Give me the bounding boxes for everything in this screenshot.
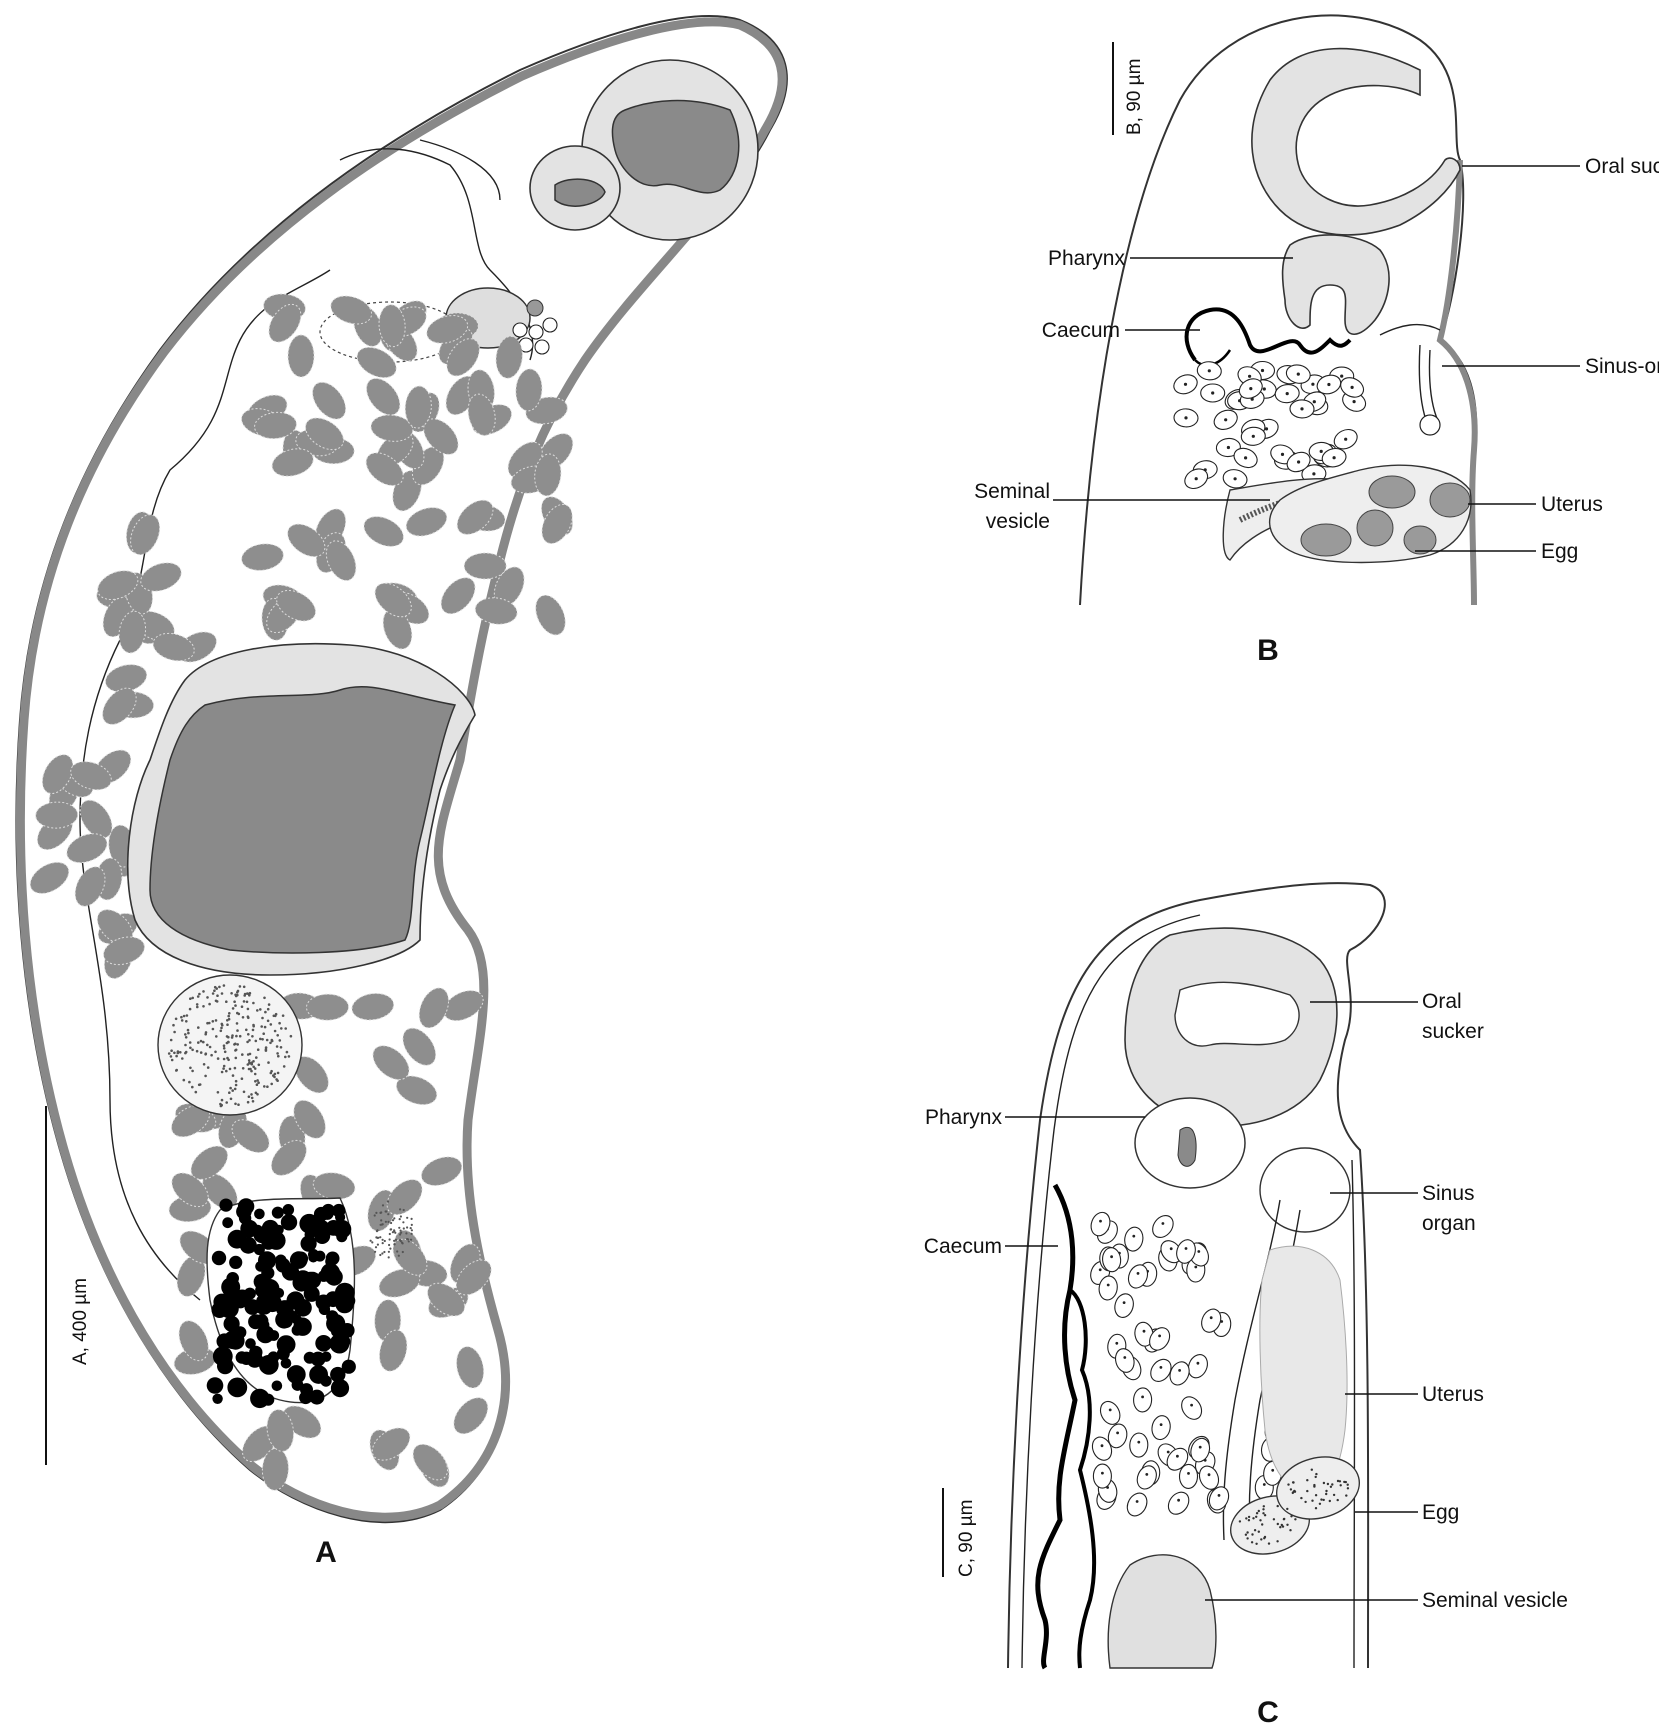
panel-c-eggs — [1229, 1456, 1361, 1555]
panel-b-label-egg: Egg — [1541, 540, 1578, 563]
panel-b-uterus — [1269, 464, 1472, 564]
panel-b-label-seminal: Seminal — [974, 480, 1050, 503]
panel-b: Oral sucker Pharynx Caecum Sinus-organ S… — [974, 14, 1659, 667]
panel-c-label-organ: organ — [1422, 1212, 1476, 1235]
panel-a-ventral-sucker — [127, 642, 476, 976]
panel-b-sinus-organ — [1379, 323, 1441, 436]
panel-b-letter: B — [1257, 634, 1279, 667]
panel-c-label-pharynx: Pharynx — [925, 1106, 1003, 1129]
panel-b-gland-cells — [1173, 360, 1367, 490]
panel-c-letter: C — [1257, 1696, 1279, 1729]
panel-a: A, 400 µm A — [15, 15, 788, 1569]
panel-c-label-caecum: Caecum — [924, 1235, 1002, 1258]
panel-c-gland-cells — [1090, 1211, 1290, 1517]
panel-c-inner-wall — [1021, 914, 1201, 1669]
panel-c-label-seminal-vesicle: Seminal vesicle — [1422, 1589, 1568, 1612]
panel-a-ovary — [319, 287, 558, 363]
panel-c: Oral sucker Pharynx Sinus organ Caecum U… — [924, 882, 1568, 1729]
panel-b-label-uterus: Uterus — [1541, 493, 1603, 516]
panel-b-label-sinus-organ: Sinus-organ — [1585, 355, 1659, 378]
panel-c-scale-label: C, 90 µm — [956, 1500, 977, 1577]
panel-c-label-sinus: Sinus — [1422, 1182, 1475, 1205]
panel-b-label-pharynx: Pharynx — [1048, 247, 1126, 270]
panel-b-body-wall — [1436, 159, 1478, 606]
panel-b-pharynx — [1281, 234, 1390, 336]
panel-c-label-egg: Egg — [1422, 1501, 1459, 1524]
panel-a-inner-duct — [79, 139, 501, 1301]
panel-a-oral-sucker — [529, 59, 759, 241]
panel-b-caecum — [1184, 307, 1352, 362]
panel-a-scale-label: A, 400 µm — [70, 1278, 91, 1365]
panel-b-label-oral-sucker: Oral sucker — [1585, 155, 1659, 178]
panel-c-pharynx — [1134, 1097, 1246, 1189]
panel-b-scale-label: B, 90 µm — [1124, 59, 1145, 135]
panel-c-caecum — [1035, 1183, 1078, 1670]
panel-b-label-vesicle: vesicle — [986, 510, 1050, 533]
panel-a-ovary-stippled — [157, 974, 413, 1259]
panel-c-label-oral: Oral — [1422, 990, 1462, 1013]
panel-c-inner-wall-right — [1351, 1159, 1356, 1669]
panel-a-testis — [206, 1197, 356, 1409]
panel-a-letter: A — [315, 1536, 337, 1569]
panel-c-seminal-vesicle — [1107, 1554, 1217, 1669]
panel-c-oral-sucker-lumen — [1174, 981, 1300, 1047]
panel-a-vitellaria — [29, 293, 574, 1491]
panel-c-label-uterus: Uterus — [1422, 1383, 1484, 1406]
panel-b-label-caecum: Caecum — [1042, 319, 1120, 342]
panel-b-oral-sucker — [1251, 47, 1461, 236]
panel-c-label-sucker: sucker — [1422, 1020, 1484, 1043]
